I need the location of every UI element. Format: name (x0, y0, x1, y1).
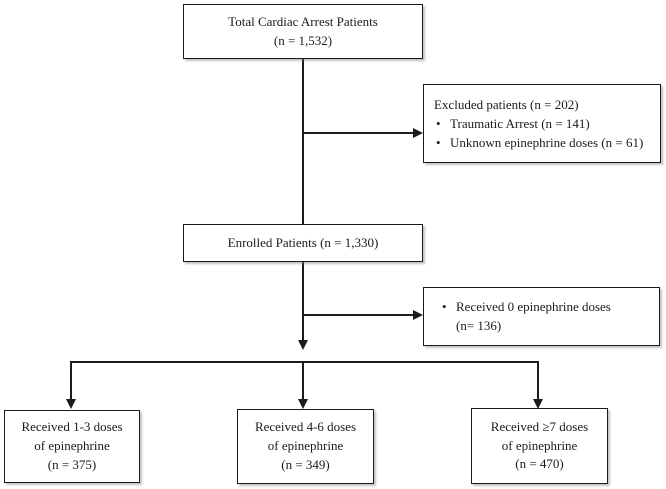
box-enrolled-patients: Enrolled Patients (n = 1,330) (183, 224, 423, 262)
excluded-bullet-traumatic: • Traumatic Arrest (n = 141) (434, 115, 654, 134)
connector-enrolled-down (302, 261, 304, 341)
dose-4-6-line1: Received 4-6 doses (254, 419, 357, 435)
excluded-title: Excluded patients (n = 202) (434, 97, 579, 112)
dose-1-3-line1: Received 1-3 doses (21, 419, 123, 435)
bullet-icon: • (442, 298, 447, 314)
box-received-4-6-doses: Received 4-6 doses of epinephrine (n = 3… (237, 409, 374, 484)
dose-1-3-line2: of epinephrine (34, 438, 110, 454)
total-patients-label: Total Cardiac Arrest Patients (228, 13, 378, 29)
received-zero-label: Received 0 epinephrine doses (456, 298, 611, 314)
dose-1-3-count: (n = 375) (47, 456, 97, 472)
box-total-patients: Total Cardiac Arrest Patients (n = 1,532… (183, 4, 423, 59)
received-zero-count: (n= 136) (456, 317, 502, 333)
dose-7-plus-line2: of epinephrine (501, 437, 578, 453)
excluded-bullet-unknown-label: Unknown epinephrine doses (n = 61) (450, 134, 644, 150)
connector-branch-received-zero (303, 314, 413, 316)
connector-branch-excluded (303, 132, 413, 134)
arrow-down-right-icon (533, 399, 543, 409)
box-received-7-plus-doses: Received ≥7 doses of epinephrine (n = 47… (471, 408, 608, 484)
connector-total-to-enrolled (302, 59, 304, 224)
dose-4-6-line2: of epinephrine (267, 438, 344, 454)
dose-7-plus-line1: Received ≥7 doses (490, 418, 589, 434)
connector-drop-middle (302, 361, 304, 400)
bullet-icon: • (436, 134, 441, 150)
box-received-1-3-doses: Received 1-3 doses of epinephrine (n = 3… (4, 410, 140, 483)
arrow-down-to-split-icon (298, 340, 308, 350)
arrow-right-received-zero-icon (413, 310, 423, 320)
arrow-down-middle-icon (298, 399, 308, 409)
excluded-bullet-traumatic-label: Traumatic Arrest (n = 141) (450, 115, 590, 131)
enrolled-patients-label: Enrolled Patients (n = 1,330) (227, 234, 379, 250)
box-excluded-patients: Excluded patients (n = 202) • Traumatic … (423, 84, 661, 163)
bullet-icon: • (436, 115, 441, 131)
connector-drop-right (537, 361, 539, 400)
total-patients-count: (n = 1,532) (273, 32, 333, 48)
excluded-bullet-unknown: • Unknown epinephrine doses (n = 61) (434, 134, 654, 153)
dose-7-plus-count: (n = 470) (515, 456, 564, 472)
connector-drop-left (70, 361, 72, 400)
arrow-down-left-icon (66, 399, 76, 409)
dose-4-6-count: (n = 349) (281, 456, 330, 472)
received-zero-bullet: • Received 0 epinephrine doses (442, 298, 655, 317)
connector-distribution-line (70, 361, 539, 363)
arrow-right-excluded-icon (413, 128, 423, 138)
box-received-zero-doses: • Received 0 epinephrine doses (n= 136) (423, 287, 660, 346)
